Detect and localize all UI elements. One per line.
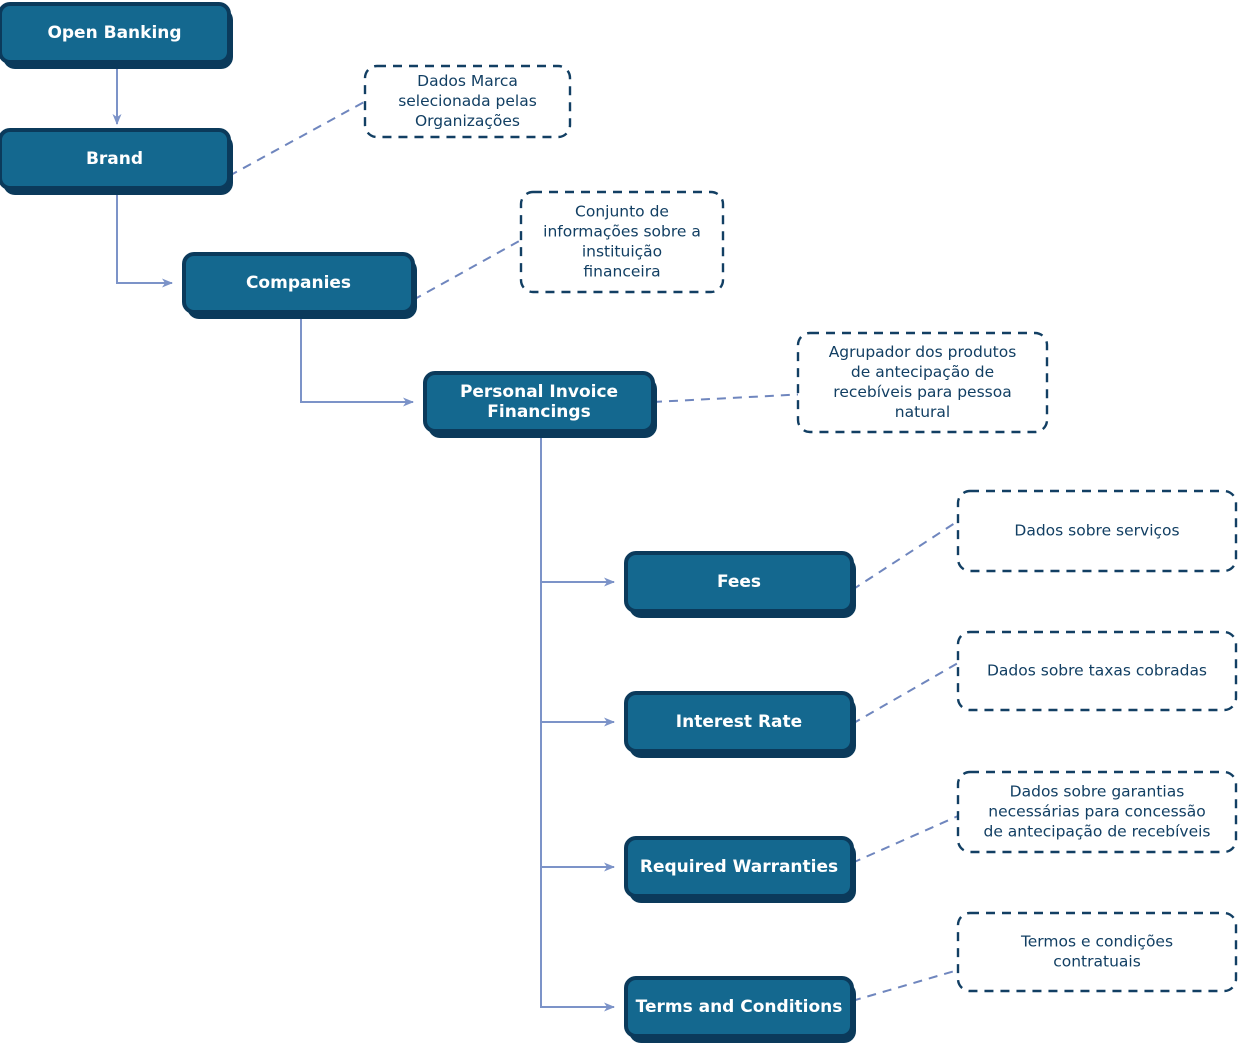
note-text-line: natural xyxy=(895,403,950,421)
note-box xyxy=(956,911,1238,993)
node-box[interactable] xyxy=(423,371,655,433)
node-fees[interactable]: Fees xyxy=(624,551,856,618)
node-label: Financings xyxy=(487,402,590,422)
note-note-interest-rate: Dados sobre taxas cobradas xyxy=(956,630,1238,712)
note-note-required-warranties: Dados sobre garantias necessárias para co… xyxy=(956,770,1238,854)
note-box xyxy=(363,64,572,139)
note-text-line: Agrupador dos produtos xyxy=(829,343,1017,361)
node-label: Terms and Conditions xyxy=(636,997,843,1017)
node-label: Required Warranties xyxy=(640,857,838,877)
note-box xyxy=(956,770,1238,854)
edge-note-terms-and-conditions xyxy=(851,969,959,1002)
edge-companies-pif xyxy=(300,312,414,407)
note-note-personal-invoice-financings: Agrupador dos produtos de antecipação de r… xyxy=(796,331,1049,434)
node-box[interactable] xyxy=(624,976,854,1038)
note-text-line: selecionada pelas xyxy=(398,92,537,110)
note-text-line: Dados sobre serviços xyxy=(1014,522,1179,540)
note-box xyxy=(956,489,1238,573)
edge-pif-interest-rate xyxy=(540,431,615,727)
note-text-line: Dados sobre taxas cobradas xyxy=(987,662,1207,680)
note-note-fees: Dados sobre serviços xyxy=(956,489,1238,573)
note-text-line: informações sobre a xyxy=(543,223,701,241)
note-note-companies: Conjunto de informações sobre a instituiçã… xyxy=(519,190,725,294)
note-text-line: Organizações xyxy=(415,112,520,130)
edge-brand-companies xyxy=(116,188,173,288)
note-box xyxy=(796,331,1049,434)
note-box xyxy=(956,630,1238,712)
edges-layer xyxy=(112,62,959,1012)
node-box[interactable] xyxy=(182,252,415,314)
note-text-line: financeira xyxy=(583,263,660,281)
edge-pif-fees xyxy=(540,431,615,587)
node-label: Open Banking xyxy=(47,23,181,43)
node-box[interactable] xyxy=(624,836,854,898)
note-note-terms-and-conditions: Termos e condições contratuais xyxy=(956,911,1238,993)
node-open-banking[interactable]: Open Banking xyxy=(0,2,233,69)
note-box xyxy=(519,190,725,294)
edge-note-companies xyxy=(412,239,522,301)
note-text-line: Conjunto de xyxy=(575,203,669,221)
note-text-line: Dados Marca xyxy=(417,72,518,90)
node-label: Brand xyxy=(86,149,143,169)
note-text-line: Dados sobre garantias xyxy=(1010,783,1185,801)
edge-note-brand xyxy=(228,100,366,177)
node-box[interactable] xyxy=(624,691,854,753)
note-text-line: recebíveis para pessoa xyxy=(833,383,1011,401)
note-text-line: instituição xyxy=(582,243,662,261)
node-label: Companies xyxy=(246,273,351,293)
node-label: Fees xyxy=(717,572,761,592)
node-label: Interest Rate xyxy=(676,712,802,732)
edge-pif-required-warranties xyxy=(540,431,615,872)
node-companies[interactable]: Companies xyxy=(182,252,417,319)
node-interest-rate[interactable]: Interest Rate xyxy=(624,691,856,758)
node-box[interactable] xyxy=(624,551,854,613)
note-text-line: Termos e condições xyxy=(1020,933,1173,951)
node-label: Personal Invoice xyxy=(460,382,618,402)
node-required-warranties[interactable]: Required Warranties xyxy=(624,836,856,903)
node-brand[interactable]: Brand xyxy=(0,128,233,195)
edge-pif-terms-and-conditions xyxy=(540,431,615,1012)
edge-note-fees xyxy=(851,520,959,591)
edge-note-interest-rate xyxy=(851,662,959,725)
node-box[interactable] xyxy=(0,2,231,64)
note-text-line: necessárias para concessão xyxy=(988,803,1205,821)
note-text-line: de antecipação de xyxy=(851,363,994,381)
note-text-line: de antecipação de recebíveis xyxy=(984,823,1211,841)
node-box[interactable] xyxy=(0,128,231,190)
notes-layer: Dados Marca selecionada pelasOrganizações… xyxy=(363,64,1238,993)
edge-note-required-warranties xyxy=(851,815,959,864)
edge-note-pif xyxy=(652,393,799,403)
note-text-line: contratuais xyxy=(1053,953,1141,971)
node-terms-and-conditions[interactable]: Terms and Conditions xyxy=(624,976,856,1043)
